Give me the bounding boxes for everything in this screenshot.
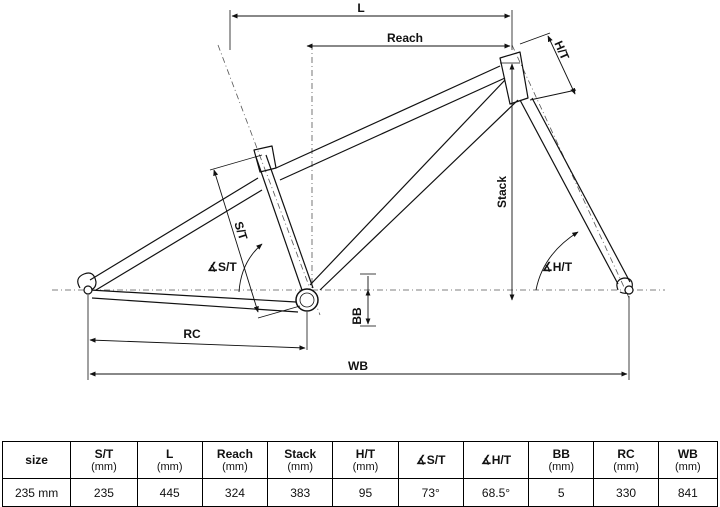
header-unit: (mm): [352, 460, 379, 473]
size-cell: 235 mm: [1, 478, 72, 507]
header-name: size: [25, 453, 48, 467]
rear-axle: [83, 285, 93, 295]
header-name: BB: [552, 446, 570, 461]
value-cell: 445: [136, 478, 203, 507]
header-name: Reach: [216, 446, 253, 461]
label-stack: Stack: [495, 176, 509, 208]
header-cell: Stack(mm): [267, 441, 334, 479]
header-cell: H/T(mm): [332, 441, 399, 479]
st-dimension: [213, 169, 259, 313]
header-unit: (mm): [675, 460, 701, 473]
st-angle-arc: [238, 243, 263, 293]
ht-angle-arc: [535, 231, 579, 291]
value-cell: 841: [657, 478, 719, 507]
value-cell: 235: [70, 478, 138, 507]
header-unit: (mm): [156, 460, 183, 473]
ht-dimension: [547, 35, 576, 95]
header-name: S/T: [94, 446, 114, 461]
reference-lines: [52, 44, 665, 316]
header-unit: (mm): [548, 460, 575, 473]
header-unit: (mm): [91, 460, 117, 473]
header-cell: Reach(mm): [201, 441, 269, 479]
label-bb: BB: [350, 307, 364, 325]
value-cell: 68.5°: [462, 478, 530, 507]
value-cell: 383: [267, 478, 334, 507]
label-l: L: [357, 1, 364, 15]
header-name: ∡H/T: [480, 453, 512, 467]
header-cell: ∡H/T: [462, 441, 530, 479]
label-ht-angle: ∡H/T: [542, 260, 573, 274]
label-ht: H/T: [551, 39, 572, 63]
header-unit: (mm): [613, 460, 639, 473]
header-cell: size: [1, 441, 72, 479]
header-name: RC: [617, 446, 635, 461]
header-cell: RC(mm): [593, 441, 659, 479]
front-axle: [624, 285, 634, 295]
header-name: ∡S/T: [416, 453, 446, 467]
header-name: L: [166, 446, 174, 461]
header-cell: BB(mm): [528, 441, 595, 479]
label-reach: Reach: [387, 31, 423, 45]
label-st: S/T: [231, 220, 250, 243]
value-cell: 324: [201, 478, 269, 507]
rc-dimension: [89, 337, 306, 351]
header-cell: ∡S/T: [397, 441, 464, 479]
header-name: WB: [677, 446, 698, 461]
header-cell: S/T(mm): [70, 441, 138, 479]
label-wb: WB: [348, 359, 368, 373]
header-name: Stack: [284, 446, 317, 461]
value-cell: 5: [528, 478, 595, 507]
label-rc: RC: [183, 327, 201, 341]
label-st-angle: ∡S/T: [207, 260, 237, 274]
frame-geometry-diagram: L Reach H/T Stack S/T ∡S/T ∡H/T BB RC WB: [52, 1, 665, 380]
extension-lines: [87, 10, 630, 380]
value-cell: 95: [332, 478, 399, 507]
header-name: H/T: [355, 446, 376, 461]
value-cell: 73°: [397, 478, 464, 507]
header-cell: L(mm): [136, 441, 203, 479]
bottom-bracket: [295, 288, 319, 312]
header-unit: (mm): [222, 460, 248, 473]
dimension-lines: [89, 13, 628, 377]
value-cell: 330: [593, 478, 659, 507]
header-cell: WB(mm): [657, 441, 719, 479]
header-unit: (mm): [287, 460, 314, 473]
